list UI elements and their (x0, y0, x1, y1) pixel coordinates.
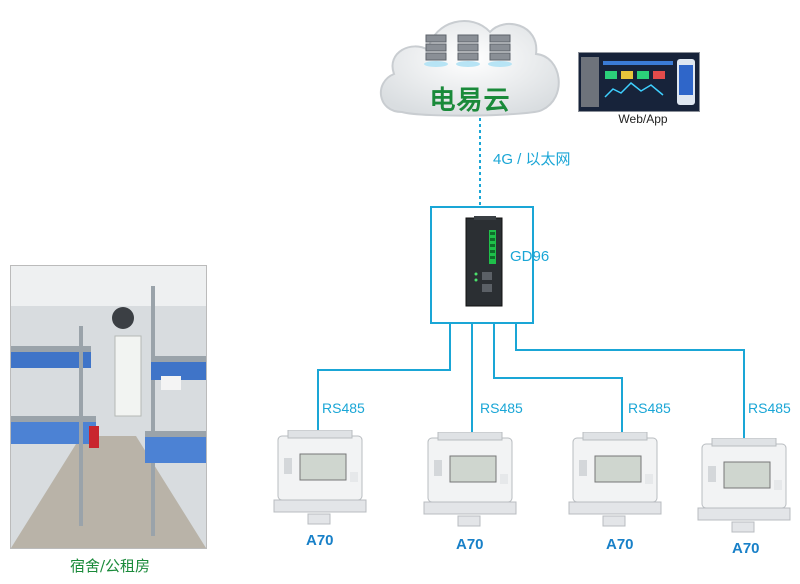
rs485-label-1: RS485 (322, 400, 365, 416)
rs485-label-3: RS485 (628, 400, 671, 416)
meter-1-icon (273, 430, 367, 525)
meter-3-icon (568, 432, 662, 527)
cloud-title: 电易云 (429, 86, 511, 116)
gateway-device-icon (465, 216, 503, 307)
web-app-caption: Web/App (618, 112, 668, 126)
scene-caption: 宿舍/公租房 (69, 557, 151, 575)
meter-4-icon (697, 438, 791, 533)
network-label: 4G / 以太网 (493, 151, 571, 168)
server-icon (425, 34, 511, 61)
dormitory-photo (10, 265, 207, 549)
meter-4-label: A70 (732, 540, 760, 557)
bunk-bed-room-image (11, 266, 206, 548)
gateway-label: GD96 (510, 248, 550, 265)
meter-3-label: A70 (606, 536, 634, 553)
rs485-wire-4 (515, 322, 745, 446)
rs485-label-4: RS485 (748, 400, 791, 416)
meter-2-label: A70 (456, 536, 484, 553)
rs485-wire-1 (317, 322, 451, 440)
meter-2-icon (423, 432, 517, 527)
cloud-icon (379, 20, 560, 117)
rs485-wire-3 (493, 322, 623, 440)
dashboard-screen-icon (579, 53, 699, 111)
web-app-preview (578, 52, 700, 112)
gateway-box (430, 206, 534, 324)
rs485-label-2: RS485 (480, 400, 523, 416)
meter-1-label: A70 (306, 532, 334, 549)
